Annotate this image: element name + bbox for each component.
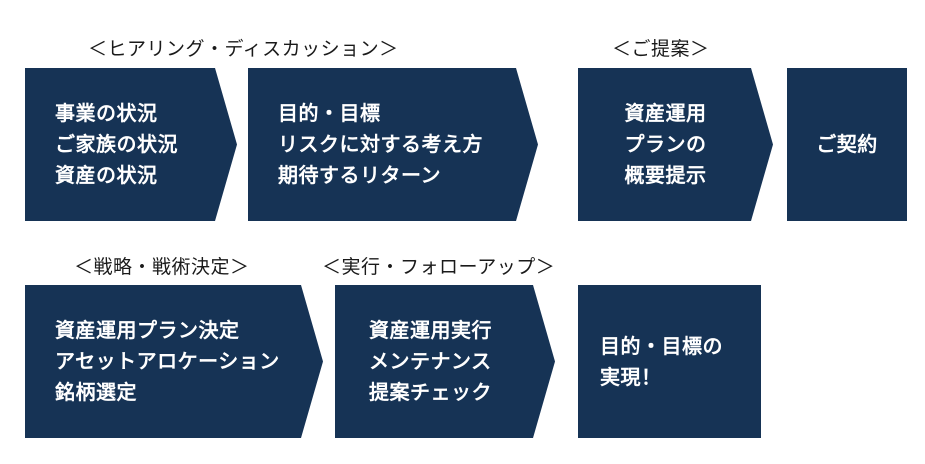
step-situation-line: 事業の状況 [55,101,158,125]
step-goals: 目的・目標 リスクに対する考え方 期待するリターン [248,68,538,221]
step-execution-line: 資産運用実行 [369,318,492,342]
step-realization: 目的・目標の 実現！ [578,285,761,438]
stage-label-followup: ＜実行・フォローアップ＞ [322,256,556,278]
step-situation-line: 資産の状況 [55,163,158,187]
step-contract: ご契約 [787,68,907,221]
step-plan-overview-line: プランの [624,132,707,156]
step-goals-line: 目的・目標 [278,101,381,125]
step-realization-line: 目的・目標の [600,333,723,358]
step-execution-line: メンテナンス [369,349,492,373]
step-situation-line: ご家族の状況 [55,132,178,156]
step-plan-decision-line: アセットアロケーション [55,349,280,373]
stage-label-strategy: ＜戦略・戦術決定＞ [74,256,250,278]
stage-label-proposal: ＜ご提案＞ [612,38,710,60]
step-plan-overview-line: 資産運用 [624,101,707,125]
step-situation: 事業の状況 ご家族の状況 資産の状況 [25,68,237,221]
step-plan-decision: 資産運用プラン決定 アセットアロケーション 銘柄選定 [25,285,323,438]
step-contract-line: ご契約 [816,132,878,156]
step-goals-line: 期待するリターン [278,163,441,187]
step-execution-line: 提案チェック [369,380,492,404]
step-plan-overview-line: 概要提示 [624,163,707,187]
step-plan-decision-line: 資産運用プラン決定 [55,318,240,342]
step-realization-line: 実現！ [600,364,662,389]
step-goals-line: リスクに対する考え方 [278,132,483,156]
step-plan-overview: 資産運用 プランの 概要提示 [578,68,773,221]
step-plan-decision-line: 銘柄選定 [55,380,137,404]
stage-label-hearing: ＜ヒアリング・ディスカッション＞ [88,38,399,60]
step-execution: 資産運用実行 メンテナンス 提案チェック [335,285,555,438]
